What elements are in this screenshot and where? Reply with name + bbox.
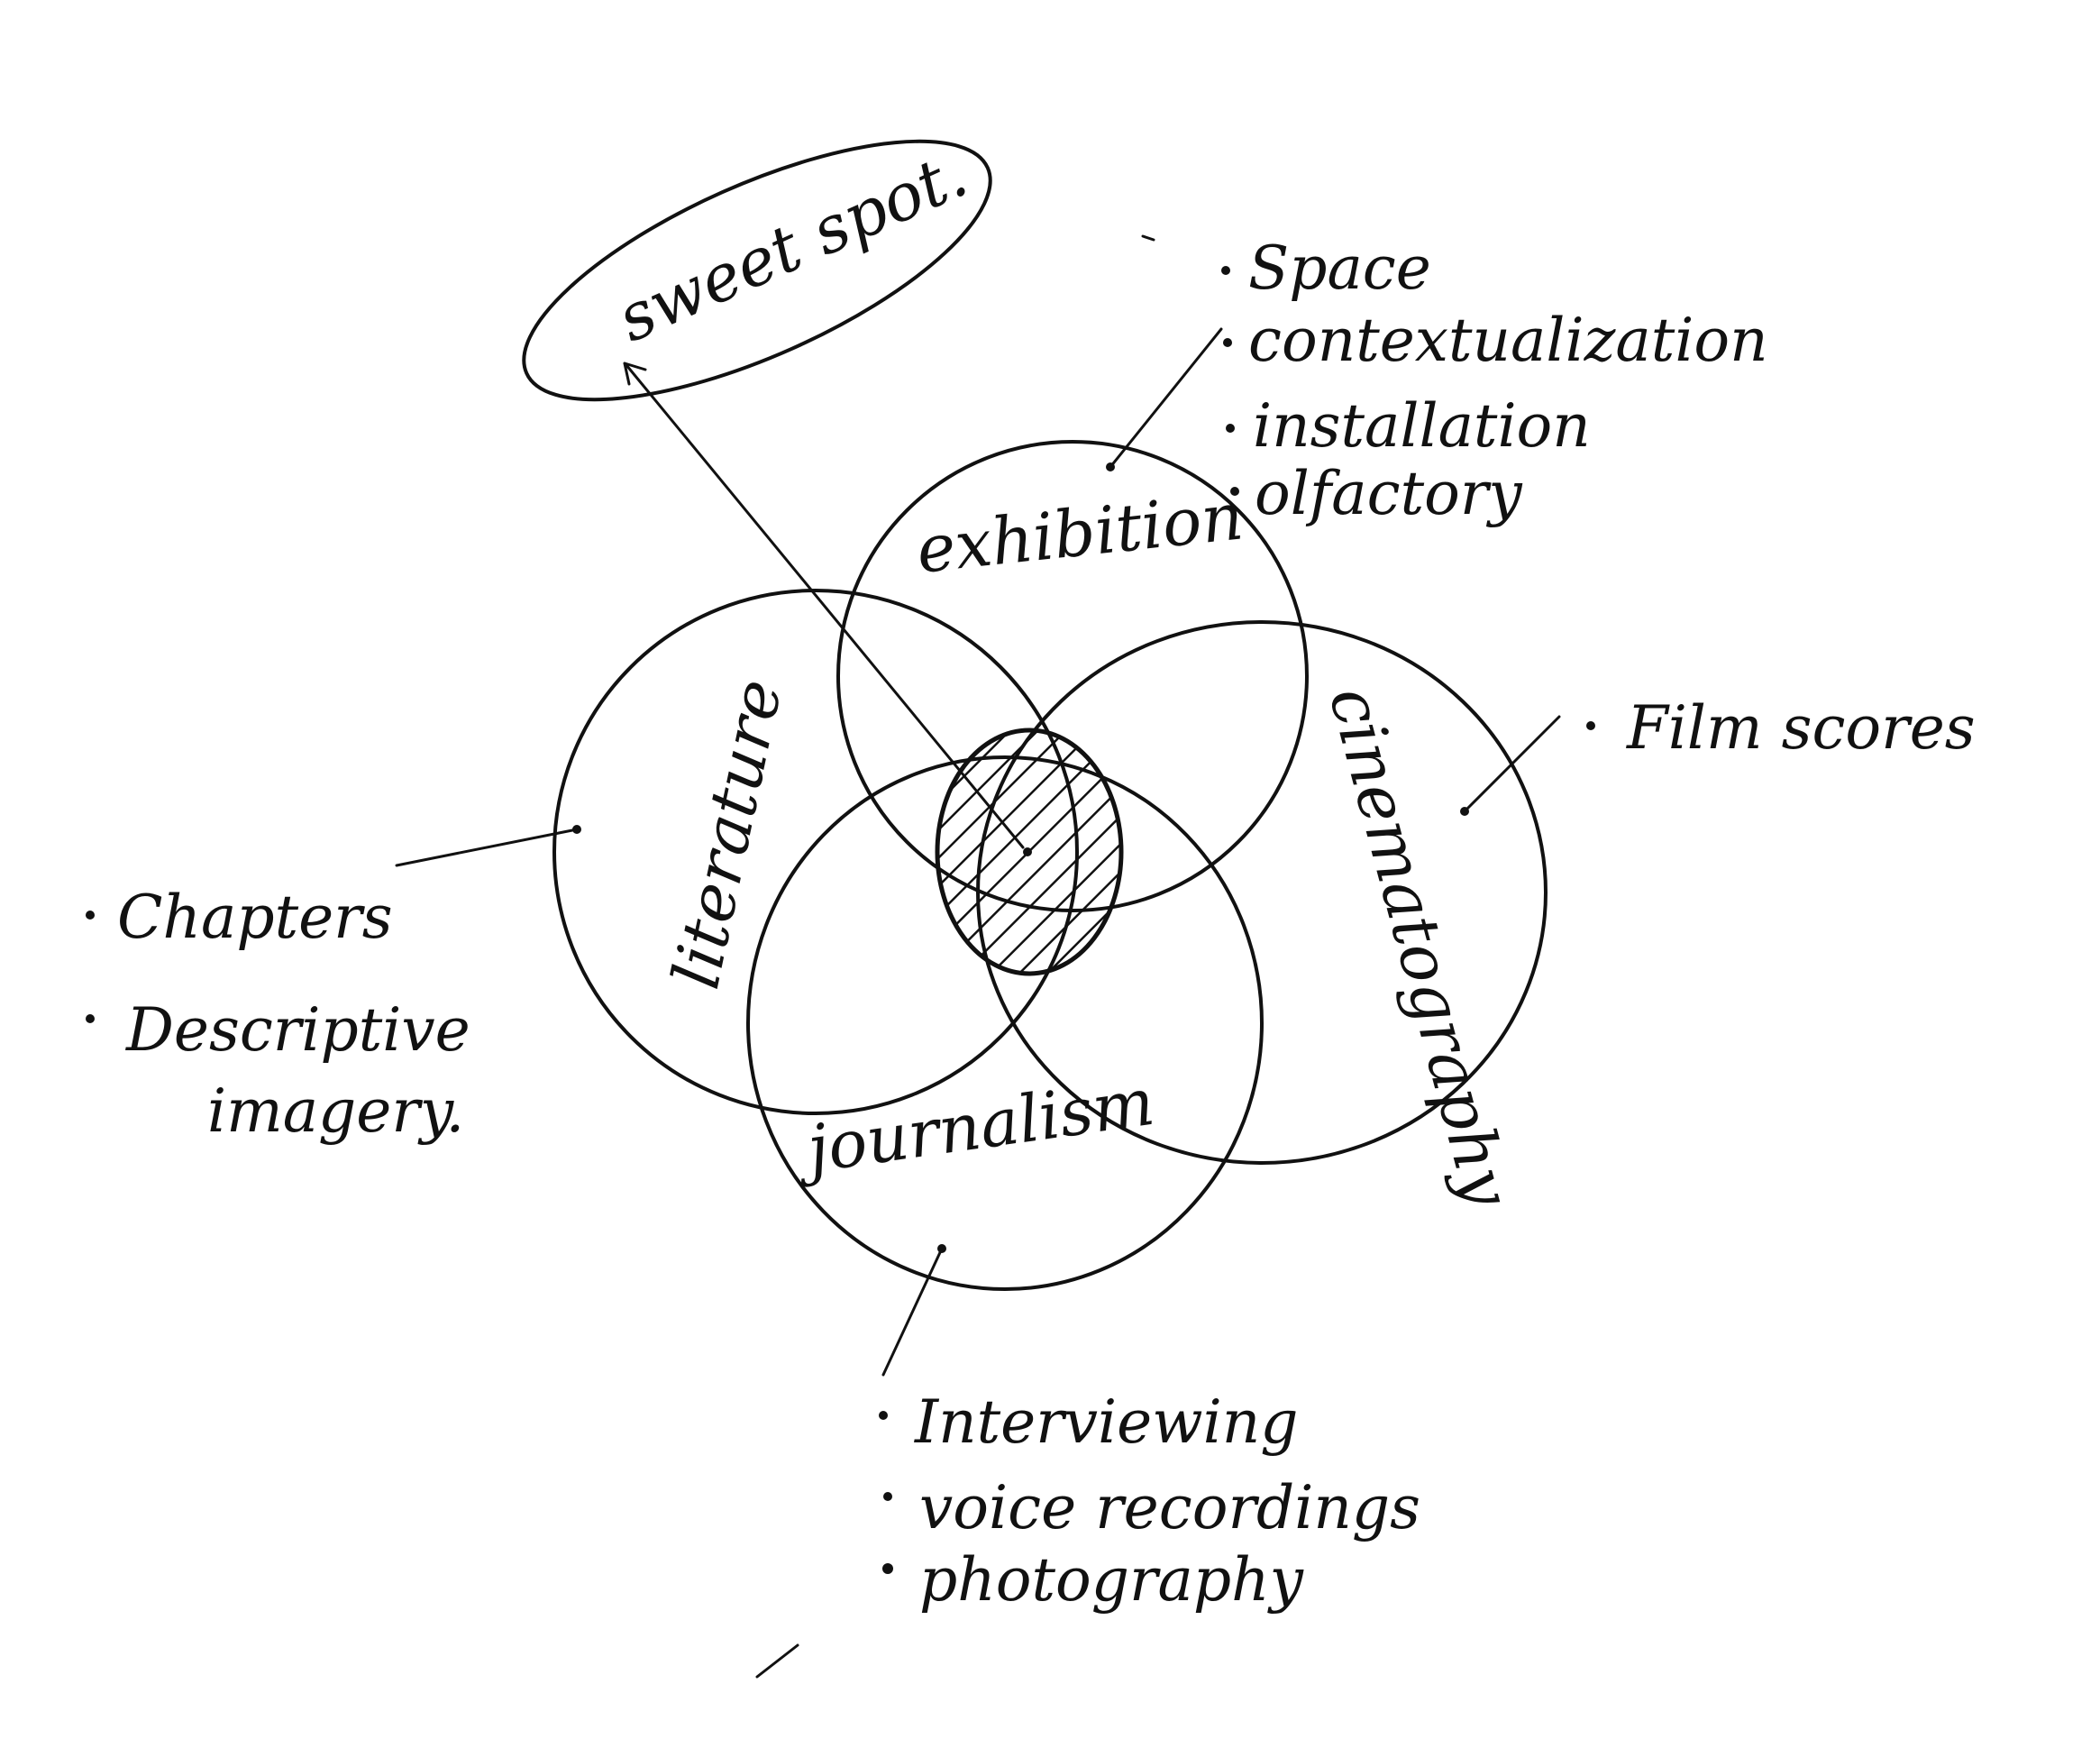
note-bullet — [86, 1014, 95, 1023]
exhibition-label: exhibition — [913, 478, 1246, 588]
note-bullet — [1223, 338, 1232, 347]
journalism-note-interviewing: Interviewing — [914, 1387, 1299, 1457]
exhibition-leader-dot — [1106, 462, 1115, 471]
exhibition-leader — [1109, 327, 1223, 469]
journalism-note-voice-recordings: voice recordings — [919, 1473, 1420, 1542]
note-bullet — [879, 1411, 888, 1420]
sweet-spot-pointer — [625, 363, 1025, 849]
note-bullet — [1221, 266, 1230, 275]
literature-label: literature — [657, 673, 796, 994]
cinematography-label: cinematography — [1315, 679, 1527, 1215]
note-bullet — [882, 1563, 893, 1574]
note-bullet — [86, 911, 95, 920]
literature-note-chapters: Chapters — [117, 883, 393, 952]
journalism-label: journalism — [790, 1064, 1159, 1189]
sweet-spot-arrowhead — [623, 362, 647, 386]
literature-note-descriptive: Descriptive — [125, 995, 470, 1065]
stray-pen-mark — [755, 1643, 799, 1679]
literature-leader-dot — [572, 825, 581, 834]
note-bullet — [1226, 424, 1235, 433]
sweet-spot-label: sweet spot. — [607, 135, 978, 356]
cinematography-leader — [1463, 715, 1561, 813]
exhibition-note-olfactory: olfactory — [1255, 459, 1522, 528]
literature-leader — [395, 828, 579, 867]
sweet-spot-ellipse — [522, 139, 992, 402]
note-bullet — [883, 1492, 892, 1501]
stray-pen-mark — [1141, 234, 1155, 242]
literature-note-imagery: imagery. — [207, 1076, 464, 1146]
exhibition-note-installation: installation — [1253, 391, 1591, 461]
cinematography-leader-dot — [1460, 807, 1469, 816]
journalism-leader-dot — [937, 1244, 946, 1253]
cinematography-note-film-scores: Film scores — [1626, 693, 1976, 763]
exhibition-note-space: Space — [1248, 233, 1431, 303]
journalism-note-photography: photography — [919, 1545, 1304, 1615]
note-bullet — [1230, 487, 1239, 496]
center-dot — [1023, 847, 1032, 856]
journalism-leader — [881, 1247, 944, 1377]
note-bullet — [1586, 721, 1595, 730]
exhibition-note-contextualization: contextualization — [1248, 306, 1768, 375]
